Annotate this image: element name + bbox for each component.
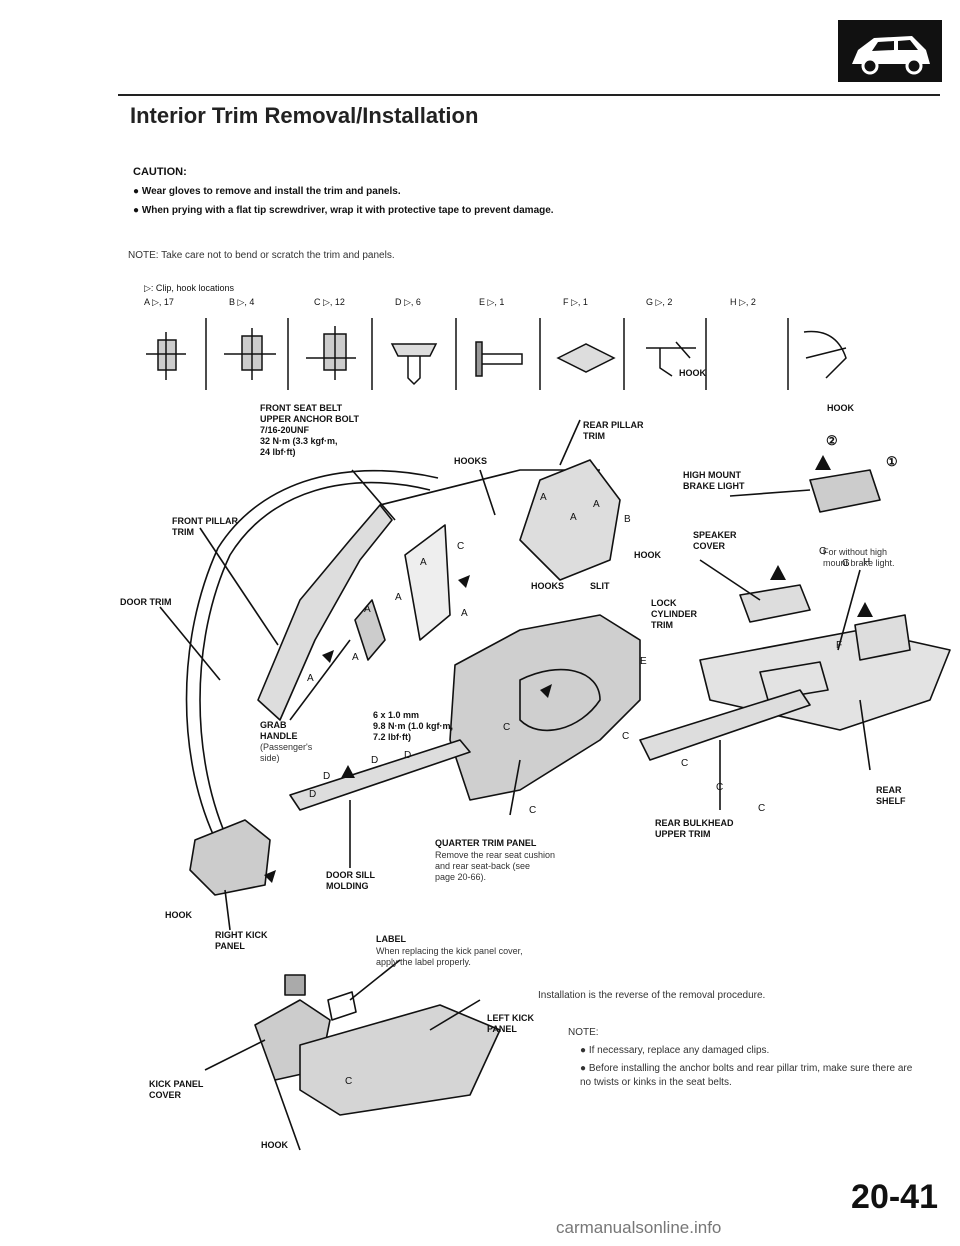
svg-text:C: C bbox=[503, 722, 510, 733]
label-hooks-upper: HOOKS bbox=[454, 456, 488, 466]
clip-label-b: B ▷, 4 bbox=[229, 297, 255, 307]
label-hook-strip2: HOOK bbox=[827, 403, 854, 413]
label-rear-shelf: REAR SHELF bbox=[876, 785, 906, 806]
caution-item: ● Wear gloves to remove and install the … bbox=[133, 186, 401, 197]
note-item-text: If necessary, replace any damaged clips. bbox=[588, 1045, 770, 1056]
label-door-trim: DOOR TRIM bbox=[120, 597, 172, 607]
label-without-high-mount: For without high mount brake light. bbox=[823, 547, 895, 568]
clip-label-e: E ▷, 1 bbox=[479, 297, 505, 307]
caution-item-text: Wear gloves to remove and install the tr… bbox=[141, 186, 401, 197]
watermark: carmanualsonline.info bbox=[556, 1218, 722, 1237]
label-label: LABEL bbox=[376, 934, 406, 944]
clip-label-h: H ▷, 2 bbox=[730, 297, 756, 307]
label-right-kick-panel: RIGHT KICK PANEL bbox=[215, 930, 268, 951]
svg-text:D: D bbox=[371, 755, 378, 766]
label-circle-1: ① bbox=[886, 454, 898, 469]
header-rule bbox=[118, 94, 940, 96]
svg-text:A: A bbox=[364, 604, 371, 615]
page-number: 20-41 bbox=[851, 1178, 938, 1216]
clip-label-f: F ▷, 1 bbox=[563, 297, 588, 307]
label-quarter-trim-note: Remove the rear seat cushion and rear se… bbox=[435, 850, 556, 882]
svg-text:C: C bbox=[345, 1076, 352, 1087]
svg-text:D: D bbox=[323, 771, 330, 782]
label-grab-handle-note: (Passenger's side) bbox=[260, 742, 313, 763]
clip-label-g: G ▷, 2 bbox=[646, 297, 673, 307]
svg-text:A: A bbox=[395, 592, 402, 603]
label-quarter-trim-panel: QUARTER TRIM PANEL bbox=[435, 838, 537, 848]
label-speaker-cover: SPEAKER COVER bbox=[693, 530, 737, 551]
label-high-mount-brake-light: HIGH MOUNT BRAKE LIGHT bbox=[683, 470, 745, 491]
clips-heading: ▷: Clip, hook locations bbox=[144, 283, 234, 293]
label-hook-left: HOOK bbox=[165, 910, 192, 920]
label-rear-bulkhead-upper-trim: REAR BULKHEAD UPPER TRIM bbox=[655, 818, 734, 839]
label-hook-strip: HOOK bbox=[679, 368, 706, 378]
svg-text:F: F bbox=[836, 640, 842, 651]
svg-text:C: C bbox=[457, 541, 464, 552]
clip-illustration-strip bbox=[146, 318, 876, 390]
label-hook-bottom: HOOK bbox=[261, 1140, 288, 1150]
note-heading: NOTE: bbox=[568, 1027, 599, 1038]
svg-text:E: E bbox=[640, 656, 647, 667]
svg-text:D: D bbox=[404, 750, 411, 761]
label-left-kick-panel: LEFT KICK PANEL bbox=[487, 1013, 534, 1034]
svg-text:A: A bbox=[352, 652, 359, 663]
svg-text:B: B bbox=[624, 514, 631, 525]
label-grab-handle: GRAB HANDLE bbox=[260, 720, 298, 741]
svg-text:H: H bbox=[863, 557, 870, 568]
label-slit: SLIT bbox=[590, 581, 610, 591]
clip-label-d: D ▷, 6 bbox=[395, 297, 421, 307]
label-kick-panel-cover: KICK PANEL COVER bbox=[149, 1079, 204, 1100]
caution-item: ● When prying with a flat tip screwdrive… bbox=[133, 205, 554, 216]
note-item: ● Before installing the anchor bolts and… bbox=[580, 1063, 913, 1088]
svg-text:C: C bbox=[529, 805, 536, 816]
label-door-sill-molding: DOOR SILL MOLDING bbox=[326, 870, 375, 891]
svg-text:A: A bbox=[540, 492, 547, 503]
svg-text:A: A bbox=[307, 673, 314, 684]
note-item: ● If necessary, replace any damaged clip… bbox=[580, 1045, 770, 1056]
label-hook-mid: HOOK bbox=[634, 550, 661, 560]
hatchback-car-icon bbox=[838, 20, 942, 82]
svg-text:G: G bbox=[842, 558, 850, 569]
clip-label-c: C ▷, 12 bbox=[314, 297, 345, 307]
clip-label-a: A ▷, 17 bbox=[144, 297, 174, 307]
svg-text:A: A bbox=[593, 499, 600, 510]
note-top: NOTE: Take care not to bend or scratch t… bbox=[128, 250, 395, 261]
page-title: Interior Trim Removal/Installation bbox=[130, 103, 479, 128]
note-item-text: Before installing the anchor bolts and r… bbox=[580, 1063, 913, 1088]
label-front-seat-belt: FRONT SEAT BELT UPPER ANCHOR BOLT 7/16-2… bbox=[260, 403, 359, 457]
label-lock-cylinder-trim: LOCK CYLINDER TRIM bbox=[651, 598, 698, 630]
caution-heading: CAUTION: bbox=[133, 166, 187, 178]
svg-text:A: A bbox=[420, 557, 427, 568]
label-bolt-spec: 6 x 1.0 mm 9.8 N·m (1.0 kgf·m, 7.2 lbf·f… bbox=[373, 710, 454, 742]
label-label-note: When replacing the kick panel cover, app… bbox=[376, 946, 523, 967]
label-rear-pillar-trim: REAR PILLAR TRIM bbox=[583, 420, 644, 441]
svg-text:A: A bbox=[570, 512, 577, 523]
svg-text:A: A bbox=[461, 608, 468, 619]
caution-item-text: When prying with a flat tip screwdriver,… bbox=[141, 205, 554, 216]
svg-text:C: C bbox=[681, 758, 688, 769]
svg-text:C: C bbox=[758, 803, 765, 814]
label-hooks-lower: HOOKS bbox=[531, 581, 565, 591]
label-circle-2: ② bbox=[826, 433, 838, 448]
svg-text:D: D bbox=[309, 789, 316, 800]
svg-text:G: G bbox=[819, 546, 827, 557]
installation-note: Installation is the reverse of the remov… bbox=[538, 990, 766, 1001]
label-front-pillar-trim: FRONT PILLAR TRIM bbox=[172, 516, 238, 537]
svg-text:C: C bbox=[716, 782, 723, 793]
svg-text:C: C bbox=[622, 731, 629, 742]
